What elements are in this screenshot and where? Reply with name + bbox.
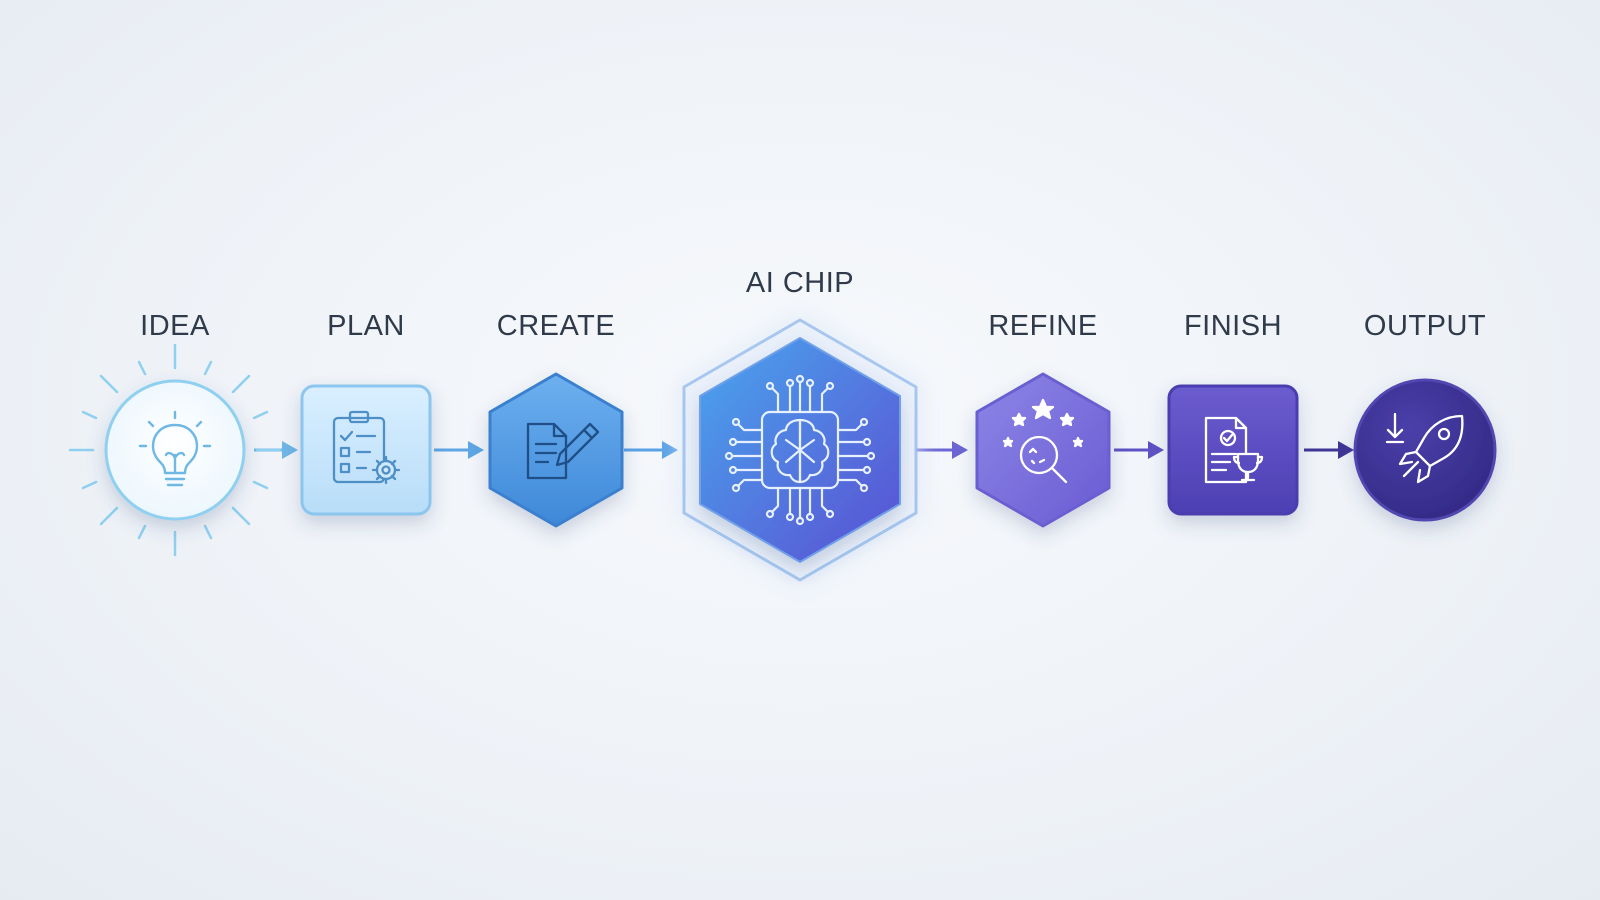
clipboard-gear-icon	[332, 410, 401, 485]
step-label-create: CREATE	[496, 310, 616, 342]
brain-chip-icon	[724, 374, 876, 526]
step-label-refine: REFINE	[988, 310, 1098, 342]
arrow-chip-refine	[916, 441, 968, 459]
certificate-trophy-icon	[1204, 416, 1264, 484]
step-label-ai-chip: AI CHIP	[745, 267, 855, 299]
document-pen-icon	[526, 422, 600, 480]
arrow-finish-output	[1304, 441, 1354, 459]
step-label-finish: FINISH	[1183, 310, 1283, 342]
rocket-icon	[1385, 412, 1464, 484]
sun-rays	[68, 343, 282, 557]
step-ai-chip-node	[682, 318, 918, 582]
arrow-plan-create	[434, 441, 484, 459]
arrow-create-chip	[624, 441, 678, 459]
arrow-refine-finish	[1114, 441, 1164, 459]
lightbulb-icon	[138, 410, 212, 487]
step-label-output: OUTPUT	[1363, 310, 1487, 342]
step-plan-node	[300, 384, 432, 516]
stars-magnifier-icon	[1002, 398, 1084, 484]
step-label-idea: IDEA	[140, 310, 210, 342]
step-idea-node	[68, 343, 282, 557]
step-output-node	[1353, 378, 1497, 522]
step-finish-node	[1167, 384, 1299, 516]
step-label-plan: PLAN	[327, 310, 405, 342]
step-refine-node	[975, 372, 1111, 528]
step-create-node	[488, 372, 624, 528]
